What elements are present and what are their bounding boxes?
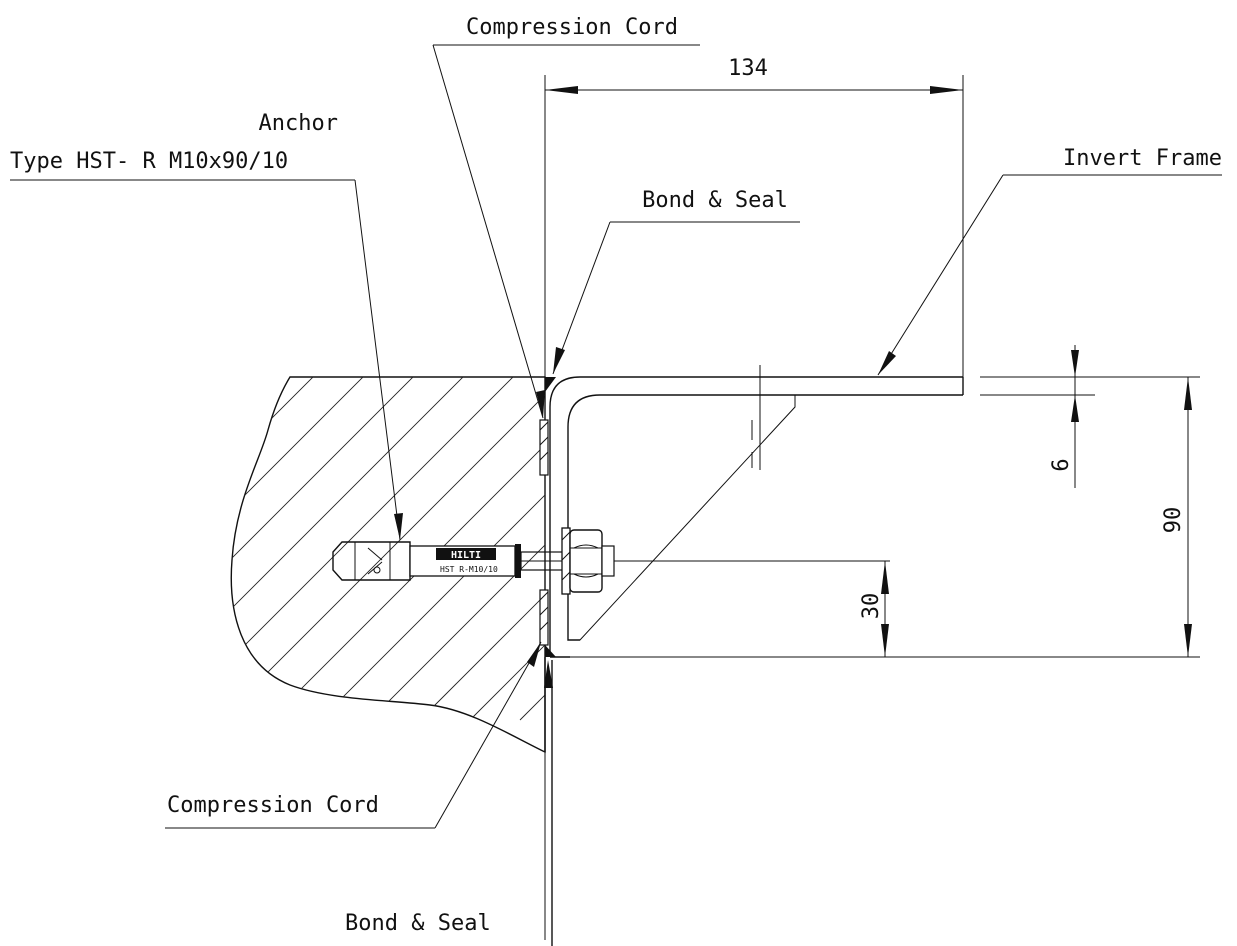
seal-wedge-bottom — [545, 645, 556, 657]
leader-compression-cord-top: Compression Cord — [432, 15, 700, 419]
leader-bond-seal-bottom: Bond & Seal — [345, 660, 553, 940]
compression-cord-upper — [539, 419, 549, 476]
invert-frame-label: Invert Frame — [1063, 146, 1222, 171]
anchor-bolt: HILTI HST R-M10/10 — [332, 527, 615, 595]
compression-cord-bottom-label: Compression Cord — [167, 793, 379, 818]
anchor-brand-text: HILTI — [451, 550, 481, 561]
dimension-6-label: 6 — [1049, 458, 1074, 471]
dimension-134-label: 134 — [728, 56, 768, 81]
hilti-logo — [436, 548, 496, 560]
dimension-90-label: 90 — [1161, 507, 1186, 534]
dimension-30-label: 30 — [859, 593, 884, 620]
compression-cord-top-label: Compression Cord — [466, 15, 678, 40]
dimension-90: 90 — [570, 377, 1200, 658]
bond-seal-bottom-label: Bond & Seal — [345, 911, 491, 936]
leader-anchor: Anchor Type HST- R M10x90/10 — [10, 111, 403, 541]
leader-compression-cord-bottom: Compression Cord — [165, 641, 542, 829]
concrete-hatching — [231, 377, 546, 721]
anchor-type-label: Type HST- R M10x90/10 — [10, 149, 288, 174]
dimension-134: 134 — [544, 56, 964, 377]
dimension-30: 30 — [614, 560, 890, 657]
leader-bond-seal-top: Bond & Seal — [552, 188, 800, 375]
compression-cord-lower — [539, 589, 549, 646]
invert-frame-profile — [549, 365, 964, 658]
seal-wedge-top — [545, 377, 556, 392]
leader-invert-frame: Invert Frame — [877, 146, 1222, 376]
concrete-section — [230, 376, 546, 754]
anchor-marking-text: HST R-M10/10 — [440, 565, 498, 574]
bond-seal-top-label: Bond & Seal — [642, 188, 788, 213]
anchor-title-label: Anchor — [259, 111, 338, 136]
dimension-6: 6 — [980, 345, 1200, 488]
